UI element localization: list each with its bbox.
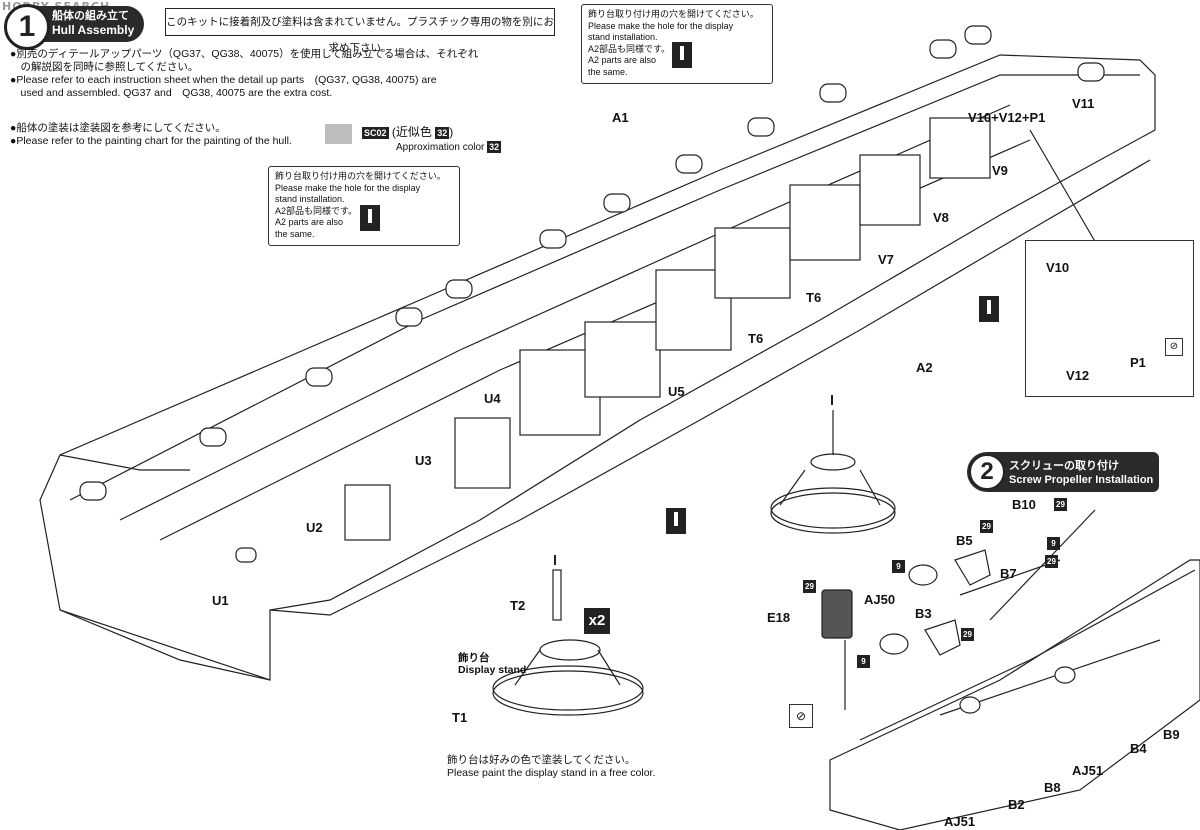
callout-2-en2: stand installation. bbox=[588, 32, 658, 42]
label-t6-upper: T6 bbox=[806, 290, 822, 305]
stand-label-en: Display stand bbox=[458, 664, 527, 676]
label-b5: B5 bbox=[956, 533, 973, 548]
label-b4: B4 bbox=[1130, 741, 1147, 756]
label-v8: V8 bbox=[933, 210, 949, 225]
label-a1: A1 bbox=[612, 110, 629, 125]
stand-paint-jp: 飾り台は好みの色で塗装してください。 bbox=[447, 754, 636, 766]
adhesive-notice: このキットに接着剤及び塗料は含まれていません。プラスチック専用の物を別にお求め下… bbox=[165, 8, 555, 54]
label-t2: T2 bbox=[510, 598, 526, 613]
color-badge-9: 9 bbox=[1047, 537, 1060, 550]
callout-2-en4: A2 parts are also bbox=[588, 55, 657, 65]
approx-en-num-badge: 32 bbox=[487, 141, 502, 153]
approx-en: Approximation color bbox=[396, 142, 485, 153]
color-badge-29: 29 bbox=[1045, 555, 1058, 568]
section1-number: 1 bbox=[4, 4, 50, 50]
approx-jp: (近似色 bbox=[391, 125, 432, 139]
label-u1: U1 bbox=[212, 593, 229, 608]
color-code-badge: SC02 bbox=[362, 127, 389, 139]
label-b9: B9 bbox=[1163, 727, 1180, 742]
no-glue-icon: ⊘ bbox=[789, 704, 813, 728]
label-u5: U5 bbox=[668, 384, 685, 399]
label-b7: B7 bbox=[1000, 566, 1017, 581]
color-badge-9: 9 bbox=[857, 655, 870, 668]
callout-1-en1: Please make the hole for the display bbox=[275, 182, 421, 193]
callout-1-jp: 飾り台取り付け用の穴を開けてください。 bbox=[275, 171, 446, 181]
stand-paint-en: Please paint the display stand in a free… bbox=[447, 767, 656, 779]
no-glue-icon: ⊘ bbox=[1165, 338, 1183, 356]
drill-hole-icon bbox=[360, 205, 380, 231]
section1-title-jp: 船体の組み立て bbox=[52, 10, 129, 22]
color-ref: SC02 (近似色 32) bbox=[362, 125, 454, 139]
section2-header: 2 スクリューの取り付け Screw Propeller Installatio… bbox=[967, 452, 1159, 492]
callout-1-en2: stand installation. bbox=[275, 194, 345, 204]
detail-note-jp-1: ●別売のディテールアップパーツ（QG37、QG38、40075）を使用して組み立… bbox=[10, 48, 479, 60]
label-v10-v12-p1: V10+V12+P1 bbox=[968, 110, 1046, 125]
paint-note-jp: ●船体の塗装は塗装図を参考にしてください。 bbox=[10, 122, 226, 134]
section2-title-jp: スクリューの取り付け bbox=[1009, 460, 1119, 472]
label-v9: V9 bbox=[992, 163, 1008, 178]
approx-num-badge: 32 bbox=[435, 127, 450, 139]
label-v10-inset: V10 bbox=[1046, 260, 1070, 275]
detail-note-en-1: ●Please refer to each instruction sheet … bbox=[10, 74, 437, 86]
color-badge-29: 29 bbox=[1054, 498, 1067, 511]
label-aj50: AJ50 bbox=[864, 592, 896, 607]
label-v11: V11 bbox=[1072, 96, 1095, 111]
label-u4: U4 bbox=[484, 391, 501, 406]
label-p1: P1 bbox=[1130, 355, 1146, 370]
label-b2: B2 bbox=[1008, 797, 1025, 812]
detail-note-en-2: used and assembled. QG37 and QG38, 40075… bbox=[10, 87, 333, 99]
drill-hole-icon bbox=[672, 42, 692, 68]
callout-1-en3: A2部品も同様です。 bbox=[275, 205, 358, 216]
paint-note-en: ●Please refer to the painting chart for … bbox=[10, 135, 292, 147]
label-aj51-left: AJ51 bbox=[944, 814, 976, 829]
label-b8: B8 bbox=[1044, 780, 1061, 795]
approx-en-line: Approximation color 32 bbox=[396, 141, 502, 154]
section2-title-en: Screw Propeller Installation bbox=[1009, 474, 1154, 486]
stand-label-jp: 飾り台 bbox=[458, 652, 490, 664]
label-t1: T1 bbox=[452, 710, 468, 725]
label-b10: B10 bbox=[1012, 497, 1036, 512]
color-badge-29: 29 bbox=[961, 628, 974, 641]
color-badge-9: 9 bbox=[892, 560, 905, 573]
label-v7: V7 bbox=[878, 252, 894, 267]
label-a2: A2 bbox=[916, 360, 933, 375]
drill-hole-icon bbox=[979, 296, 999, 322]
section2-number: 2 bbox=[969, 454, 1005, 490]
label-b3: B3 bbox=[915, 606, 932, 621]
quantity-badge: x2 bbox=[584, 608, 610, 634]
detail-inset-v10 bbox=[1025, 240, 1194, 397]
callout-1-en5: the same. bbox=[275, 228, 315, 239]
detail-note-jp-2: の解説図を同時に参照してください。 bbox=[10, 61, 199, 73]
label-u2: U2 bbox=[306, 520, 323, 535]
callout-2-en5: the same. bbox=[588, 66, 628, 77]
label-v12: V12 bbox=[1066, 368, 1090, 383]
label-aj51-right: AJ51 bbox=[1072, 763, 1104, 778]
label-t6-lower: T6 bbox=[748, 331, 764, 346]
color-badge-29: 29 bbox=[980, 520, 993, 533]
callout-2-jp: 飾り台取り付け用の穴を開けてください。 bbox=[588, 9, 759, 19]
color-badge-29: 29 bbox=[803, 580, 816, 593]
callout-1-en4: A2 parts are also bbox=[275, 217, 344, 227]
drill-hole-icon bbox=[666, 508, 686, 534]
section1-title-en: Hull Assembly bbox=[52, 23, 135, 37]
hull-color-swatch bbox=[325, 124, 352, 144]
label-u3: U3 bbox=[415, 453, 432, 468]
callout-2-en3: A2部品も同様です。 bbox=[588, 43, 671, 54]
callout-2-en1: Please make the hole for the display bbox=[588, 20, 734, 31]
label-e18: E18 bbox=[767, 610, 791, 625]
